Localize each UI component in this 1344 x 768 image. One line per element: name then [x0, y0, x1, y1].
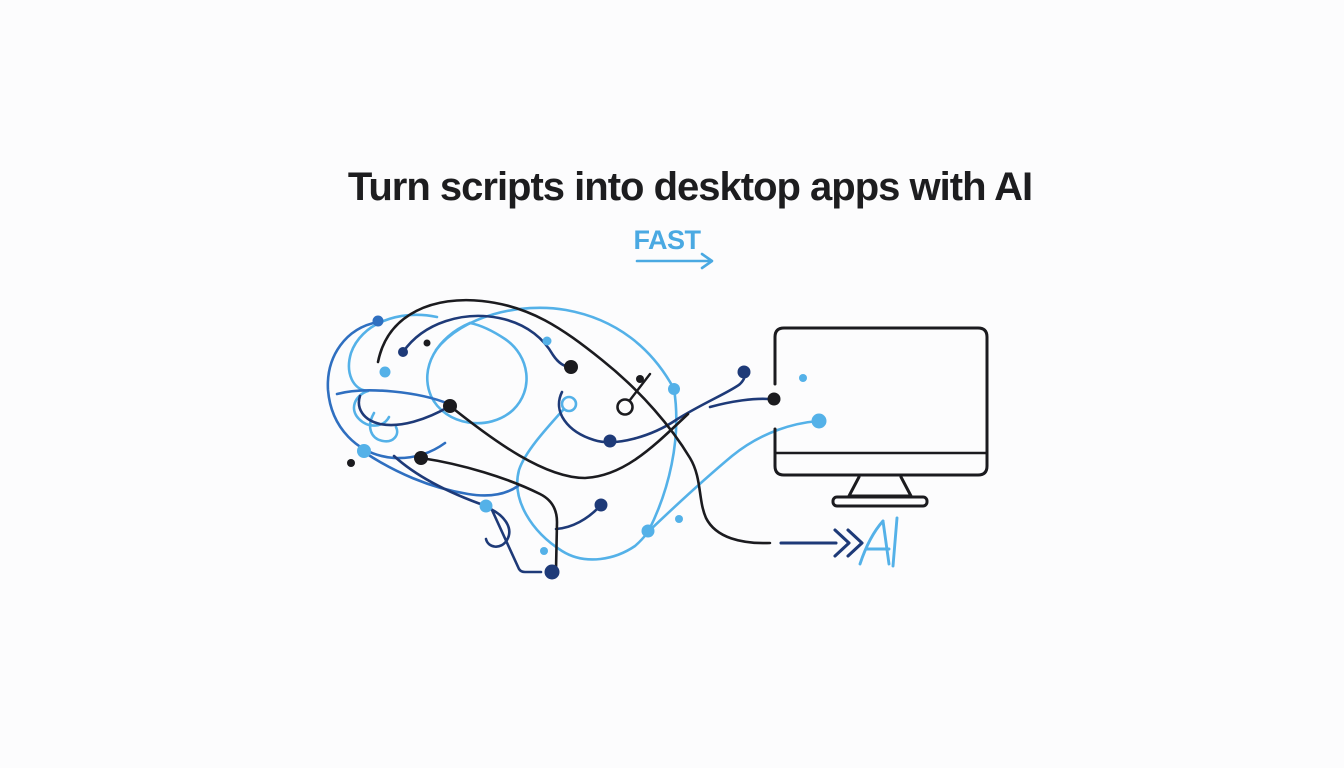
- node-dot: [443, 399, 457, 413]
- brain-curve: [426, 321, 528, 425]
- synapse-ring: [616, 398, 634, 416]
- node-dot: [668, 383, 680, 395]
- monitor-screen: [773, 326, 989, 477]
- subtitle-fast: FAST: [633, 225, 701, 255]
- node-dot: [564, 360, 578, 374]
- brain-curve: [401, 314, 573, 369]
- node-dot: [603, 434, 617, 448]
- ai-wordmark: [858, 516, 899, 568]
- node-dot: [357, 444, 371, 458]
- monitor-icon: [773, 326, 989, 508]
- brain-curve: [484, 505, 511, 548]
- brain-curve: [434, 306, 678, 532]
- brain-curve: [557, 371, 746, 444]
- brain-curve: [357, 394, 452, 427]
- node-dot: [540, 547, 548, 555]
- brain-curve: [335, 389, 451, 406]
- node-dot: [811, 413, 827, 429]
- node-dot: [479, 499, 493, 513]
- brain-curve: [362, 450, 520, 497]
- node-dot: [398, 347, 408, 357]
- brain-curve: [376, 298, 772, 545]
- brain-curve: [708, 397, 771, 409]
- node-dot: [423, 339, 431, 347]
- node-dot: [414, 451, 428, 465]
- node-dots: [347, 315, 827, 580]
- node-dot: [347, 459, 355, 467]
- brain-curve: [392, 454, 488, 508]
- brain-curve: [368, 411, 399, 443]
- node-dot: [372, 315, 384, 327]
- brain-curve: [448, 404, 690, 480]
- node-dot: [767, 392, 781, 406]
- node-dot: [594, 498, 608, 512]
- node-dot: [737, 365, 751, 379]
- monitor-stand: [847, 475, 913, 498]
- page-title: Turn scripts into desktop apps with AI: [347, 165, 1033, 209]
- node-dot: [542, 336, 552, 346]
- node-dot: [675, 515, 683, 523]
- fast-arrow-icon: [635, 252, 714, 270]
- node-dot: [641, 524, 655, 538]
- node-dot: [636, 375, 644, 383]
- node-dot: [799, 374, 807, 382]
- brain-stem-line: [419, 456, 559, 572]
- brain-curve: [554, 504, 602, 531]
- brain-network: [326, 298, 827, 580]
- ai-flow-arrow: [779, 528, 864, 558]
- synapse-ring: [560, 395, 578, 413]
- brain-curve: [516, 408, 820, 561]
- brain-stem-line: [490, 508, 543, 574]
- node-dot: [544, 564, 560, 580]
- node-dot: [379, 366, 391, 378]
- synapse-ring-stem: [628, 372, 652, 402]
- monitor-base: [831, 495, 929, 508]
